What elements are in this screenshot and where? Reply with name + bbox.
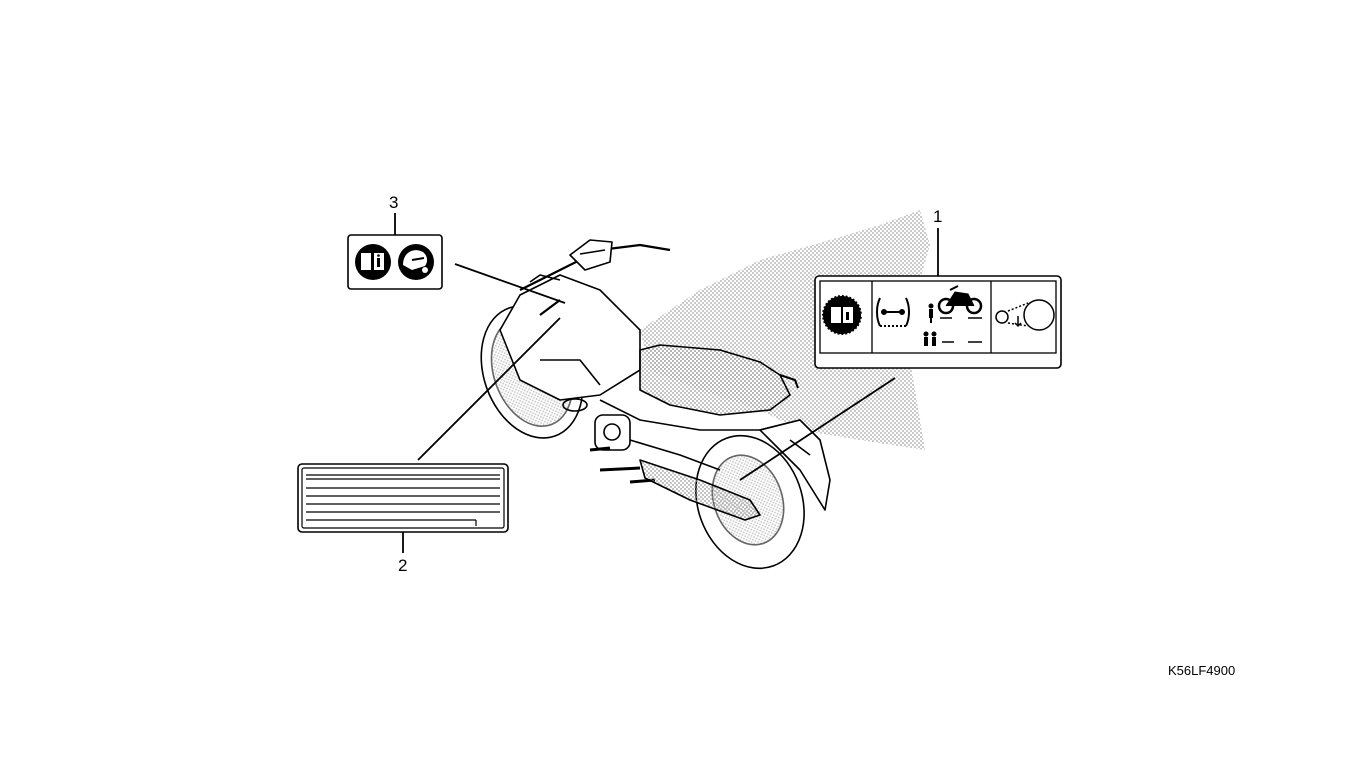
owner-manual-icon — [355, 244, 391, 280]
callout-3: 3 — [389, 193, 399, 212]
motorcycle-drawing — [480, 239, 831, 570]
rider-icon — [928, 303, 934, 323]
label-1-sticker — [814, 275, 1062, 369]
tire-pressure-icon — [876, 297, 910, 327]
callout-1: 1 — [933, 207, 943, 226]
leader-lines — [394, 213, 939, 553]
passenger-icon — [923, 331, 982, 346]
diagram-code: K56LF4900 — [1168, 663, 1236, 678]
owner-manual-icon — [821, 294, 863, 336]
callout-2: 2 — [398, 556, 408, 575]
label-2-sticker — [297, 463, 509, 533]
label-3-sticker — [347, 234, 443, 290]
helmet-icon — [398, 244, 434, 280]
motorcycle-icon — [937, 285, 983, 319]
tire-size-icon — [995, 299, 1055, 331]
